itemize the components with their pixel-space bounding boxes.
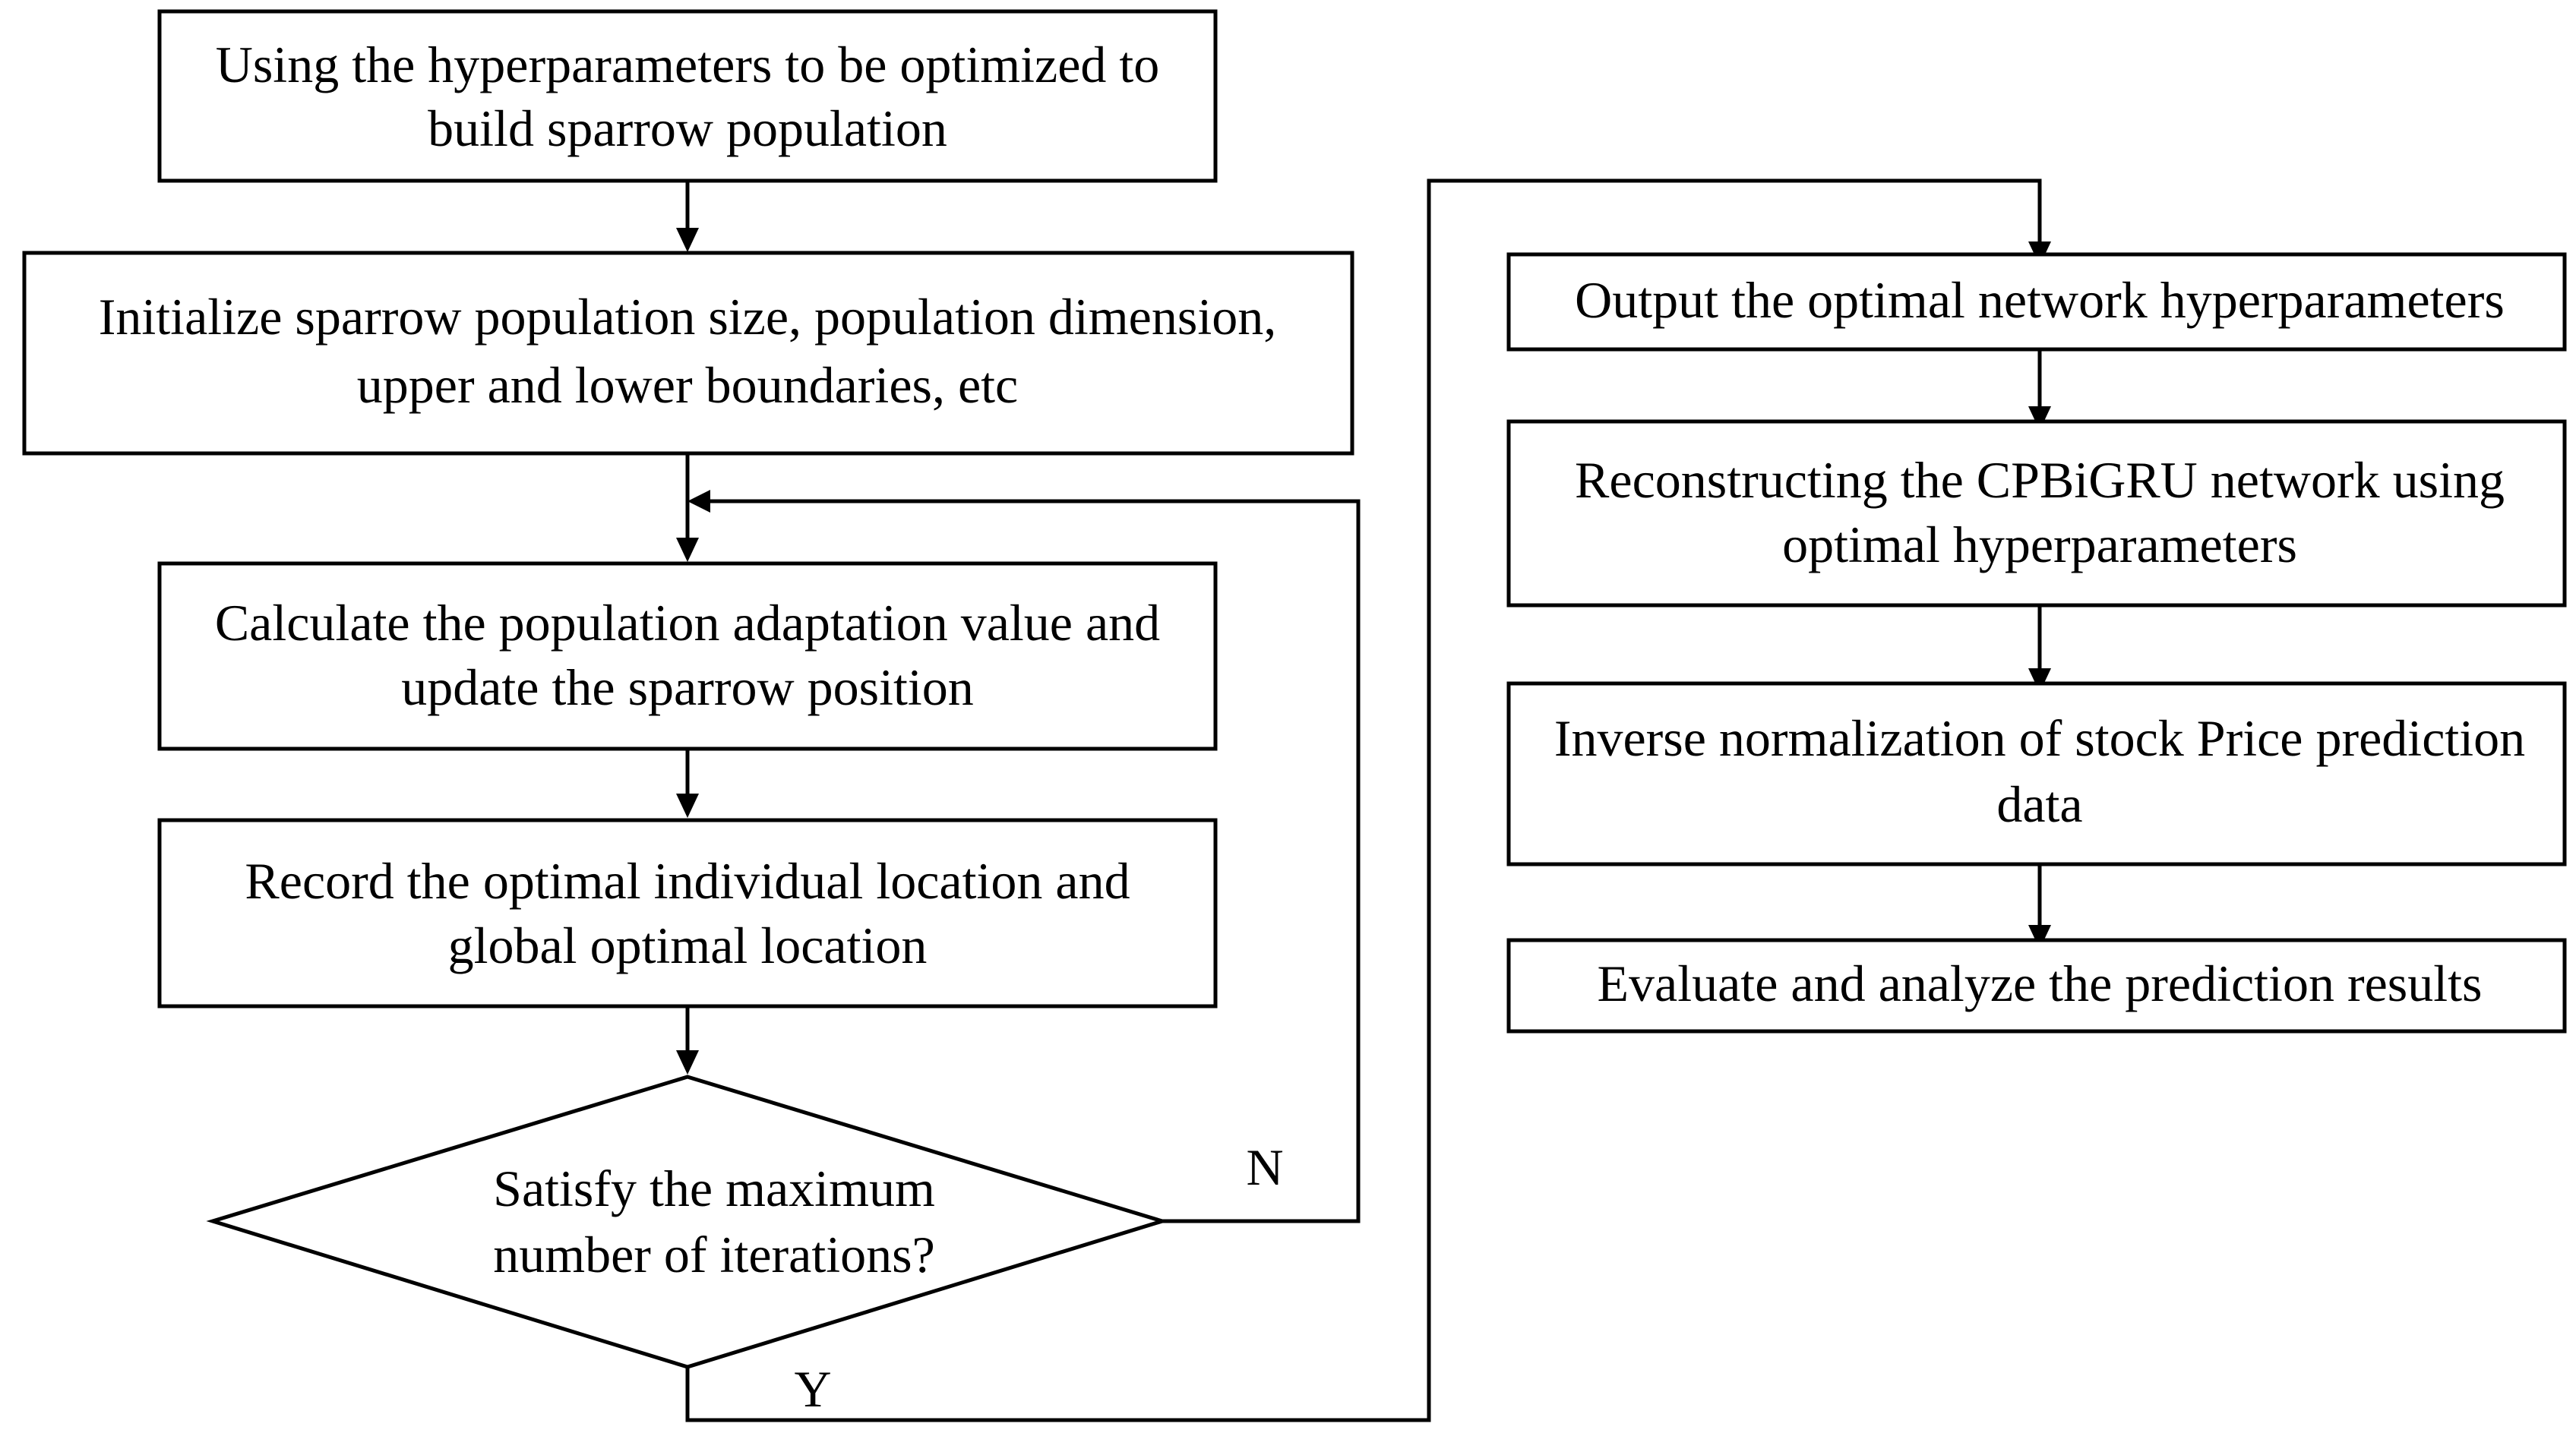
- box-calculate-fitness: [157, 561, 1218, 751]
- arrowheads: [676, 228, 2051, 1075]
- box-inverse-normalization-text: Inverse normalization of stock Price pre…: [1554, 709, 2525, 767]
- decision-diamond: [206, 1075, 1169, 1369]
- box-record-optimal: [157, 818, 1218, 1008]
- box-initialize-population-text-2: upper and lower boundaries, etc: [357, 356, 1018, 414]
- box-calculate-fitness-text-2: update the sparrow position: [401, 658, 974, 716]
- no-label: N: [1246, 1138, 1283, 1196]
- box-calculate-fitness-text: Calculate the population adaptation valu…: [215, 594, 1160, 652]
- box-evaluate-results-text: Evaluate and analyze the prediction resu…: [1598, 955, 2483, 1012]
- loop-back-no: [710, 499, 1361, 1223]
- box-evaluate-results: [1506, 938, 2567, 1034]
- box-build-population-text: Using the hyperparameters to be optimize…: [216, 36, 1160, 93]
- box-build-population: [157, 9, 1218, 183]
- decision-text-2: number of iterations?: [493, 1226, 935, 1283]
- arrowhead-l2: [676, 228, 699, 252]
- box-initialize-population-text: Initialize sparrow population size, popu…: [99, 288, 1276, 346]
- box-build-population-text-2: build sparrow population: [428, 99, 947, 157]
- arrowhead-r3: [2028, 668, 2051, 693]
- arrowhead-l3: [676, 538, 699, 562]
- box-reconstruct-network-text-2: optimal hyperparameters: [1782, 516, 2297, 573]
- arrowhead-loop: [687, 490, 710, 513]
- box-initialize-population: [22, 251, 1354, 456]
- connectors: [685, 178, 2042, 1422]
- box-reconstruct-network: [1506, 419, 2567, 608]
- arrowhead-l4: [676, 794, 699, 818]
- yes-label: Y: [794, 1360, 831, 1418]
- box-record-optimal-text: Record the optimal individual location a…: [245, 852, 1130, 910]
- box-inverse-normalization-text-2: data: [1996, 775, 2082, 833]
- box-inverse-normalization: [1506, 681, 2567, 866]
- arrowhead-r2: [2028, 406, 2051, 431]
- box-record-optimal-text-2: global optimal location: [448, 917, 928, 974]
- box-output-hyperparameters-text: Output the optimal network hyperparamete…: [1575, 271, 2505, 329]
- arrowhead-r4: [2028, 925, 2051, 949]
- decision-text: Satisfy the maximum: [493, 1160, 935, 1217]
- arrowhead-decision: [676, 1050, 699, 1075]
- yes-path: [685, 178, 2042, 1422]
- box-reconstruct-network-text: Reconstructing the CPBiGRU network using: [1575, 451, 2505, 509]
- box-output-hyperparameters: [1506, 252, 2567, 352]
